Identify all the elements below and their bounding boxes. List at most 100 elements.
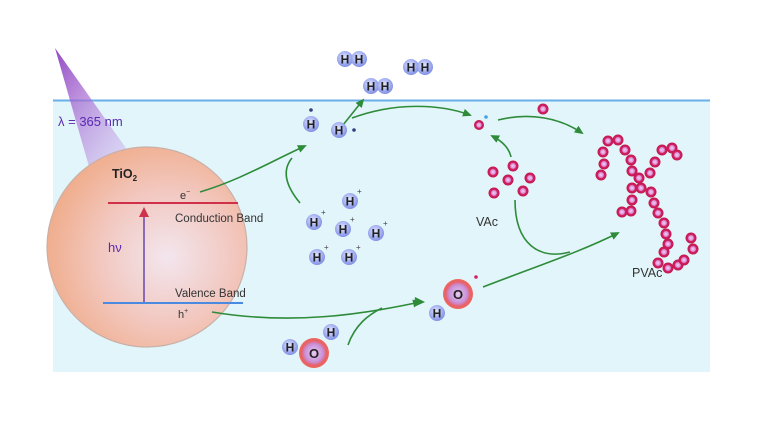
hydrogen-symbol: H <box>355 53 364 67</box>
hydrogen-symbol: H <box>381 80 390 94</box>
pvac-chain-bead <box>619 144 631 156</box>
hydrogen-radical-dot <box>352 128 356 132</box>
h2-molecule-atom <box>403 59 419 75</box>
hydroxyl-oxygen <box>443 279 473 309</box>
proton-charge: + <box>324 243 329 252</box>
pvac-chain-bead <box>633 172 645 184</box>
h2-molecule-atom <box>337 51 353 67</box>
hydroxyl-hydrogen <box>429 305 445 321</box>
pvac-chain-bead <box>649 156 661 168</box>
pvac-chain-bead <box>612 134 624 146</box>
pvac-chain-bead <box>626 194 638 206</box>
oxygen-symbol: O <box>309 346 319 361</box>
vac-monomer <box>488 187 500 199</box>
vac-monomer <box>524 172 536 184</box>
proton-charge: + <box>356 243 361 252</box>
pvac-chain-bead <box>652 207 664 219</box>
pvac-chain-bead <box>671 149 683 161</box>
water-hydrogen <box>323 324 339 340</box>
vac-monomer <box>487 166 499 178</box>
pvac-chain-bead <box>625 154 637 166</box>
hydrogen-radical <box>303 116 319 132</box>
pvac-label: PVAc <box>632 266 662 280</box>
hydrogen-symbol: H <box>407 61 416 75</box>
vac-radical-dot <box>484 115 488 119</box>
proton-charge: + <box>357 187 362 196</box>
hydrogen-symbol: H <box>367 80 376 94</box>
hydrogen-symbol: H <box>341 53 350 67</box>
pvac-chain-bead <box>648 197 660 209</box>
vac-monomer <box>537 103 549 115</box>
tio2-particle <box>46 146 248 348</box>
hydrogen-symbol: H <box>286 341 295 355</box>
vac-radical <box>474 120 484 130</box>
water-oxidation-arrow <box>347 307 383 346</box>
water-oxygen <box>299 338 329 368</box>
pvac-chain-bead <box>660 228 672 240</box>
proton-charge: + <box>383 219 388 228</box>
pvac-chain-bead <box>685 232 697 244</box>
photon-label: hν <box>108 240 122 255</box>
hydrogen-symbol: H <box>310 216 319 230</box>
oxygen-symbol: O <box>453 287 463 302</box>
electron-transfer-arrow <box>199 145 307 193</box>
hydrogen-release-arrow <box>342 98 365 126</box>
water-hydrogen <box>282 339 298 355</box>
hydrogen-symbol: H <box>307 118 316 132</box>
tio2-label: TiO2 <box>112 167 138 183</box>
pvac-chain-bead <box>595 169 607 181</box>
proton <box>335 221 351 237</box>
vac-monomer <box>507 160 519 172</box>
vac-activation-arrow <box>490 135 512 158</box>
proton <box>342 193 358 209</box>
pvac-chain-bead <box>598 158 610 170</box>
pvac-chain-bead <box>645 186 657 198</box>
h2-molecule-atom <box>351 51 367 67</box>
hydroxyl-to-chain-arrow <box>482 232 620 288</box>
pvac-chain-bead <box>625 205 637 217</box>
pvac-chain-bead <box>597 146 609 158</box>
hydrogen-symbol: H <box>335 124 344 138</box>
pvac-chain-bead <box>658 246 670 258</box>
pvac-chain-bead <box>644 167 656 179</box>
pvac-chain-bead <box>635 182 647 194</box>
h2-molecule-atom <box>417 59 433 75</box>
proton <box>306 214 322 230</box>
vac-label: VAc <box>476 215 498 229</box>
reaction-arrows <box>199 98 620 346</box>
hydrogen-radical <box>331 122 347 138</box>
hole-label: h+ <box>178 308 188 321</box>
pvac-chain-bead <box>687 243 699 255</box>
proton-reduction-arrow <box>285 157 301 204</box>
hydrogen-symbol: H <box>421 61 430 75</box>
hydrogen-symbol: H <box>372 227 381 241</box>
hydrogen-symbol: H <box>346 195 355 209</box>
uv-light-cone <box>55 48 145 175</box>
proton <box>341 249 357 265</box>
hydrogen-radical-dot <box>309 108 313 112</box>
vac-propagation-arrow <box>514 199 571 255</box>
vac-radical-to-chain-arrow <box>497 115 584 135</box>
vac-monomer <box>502 174 514 186</box>
pvac-chain-bead <box>626 165 638 177</box>
water-oxidation-arrow-head <box>414 297 425 307</box>
proton <box>368 225 384 241</box>
hydrogen-radical-to-vac-arrow <box>351 105 472 119</box>
pvac-chain-bead <box>662 262 674 274</box>
hydrogen-symbol: H <box>345 251 354 265</box>
hydrogen-symbol: H <box>327 326 336 340</box>
valence-band-label: Valence Band <box>175 288 246 300</box>
hydrogen-symbol: H <box>433 307 442 321</box>
pvac-chain-bead <box>626 182 638 194</box>
hydrogen-symbol: H <box>339 223 348 237</box>
conduction-band-label: Conduction Band <box>175 213 263 225</box>
proton <box>309 249 325 265</box>
hydrogen-symbol: H <box>313 251 322 265</box>
pvac-chain-bead <box>602 135 614 147</box>
pvac-chain-bead <box>658 217 670 229</box>
pvac-chain-bead <box>678 254 690 266</box>
hole-transfer-arrow <box>211 299 422 319</box>
